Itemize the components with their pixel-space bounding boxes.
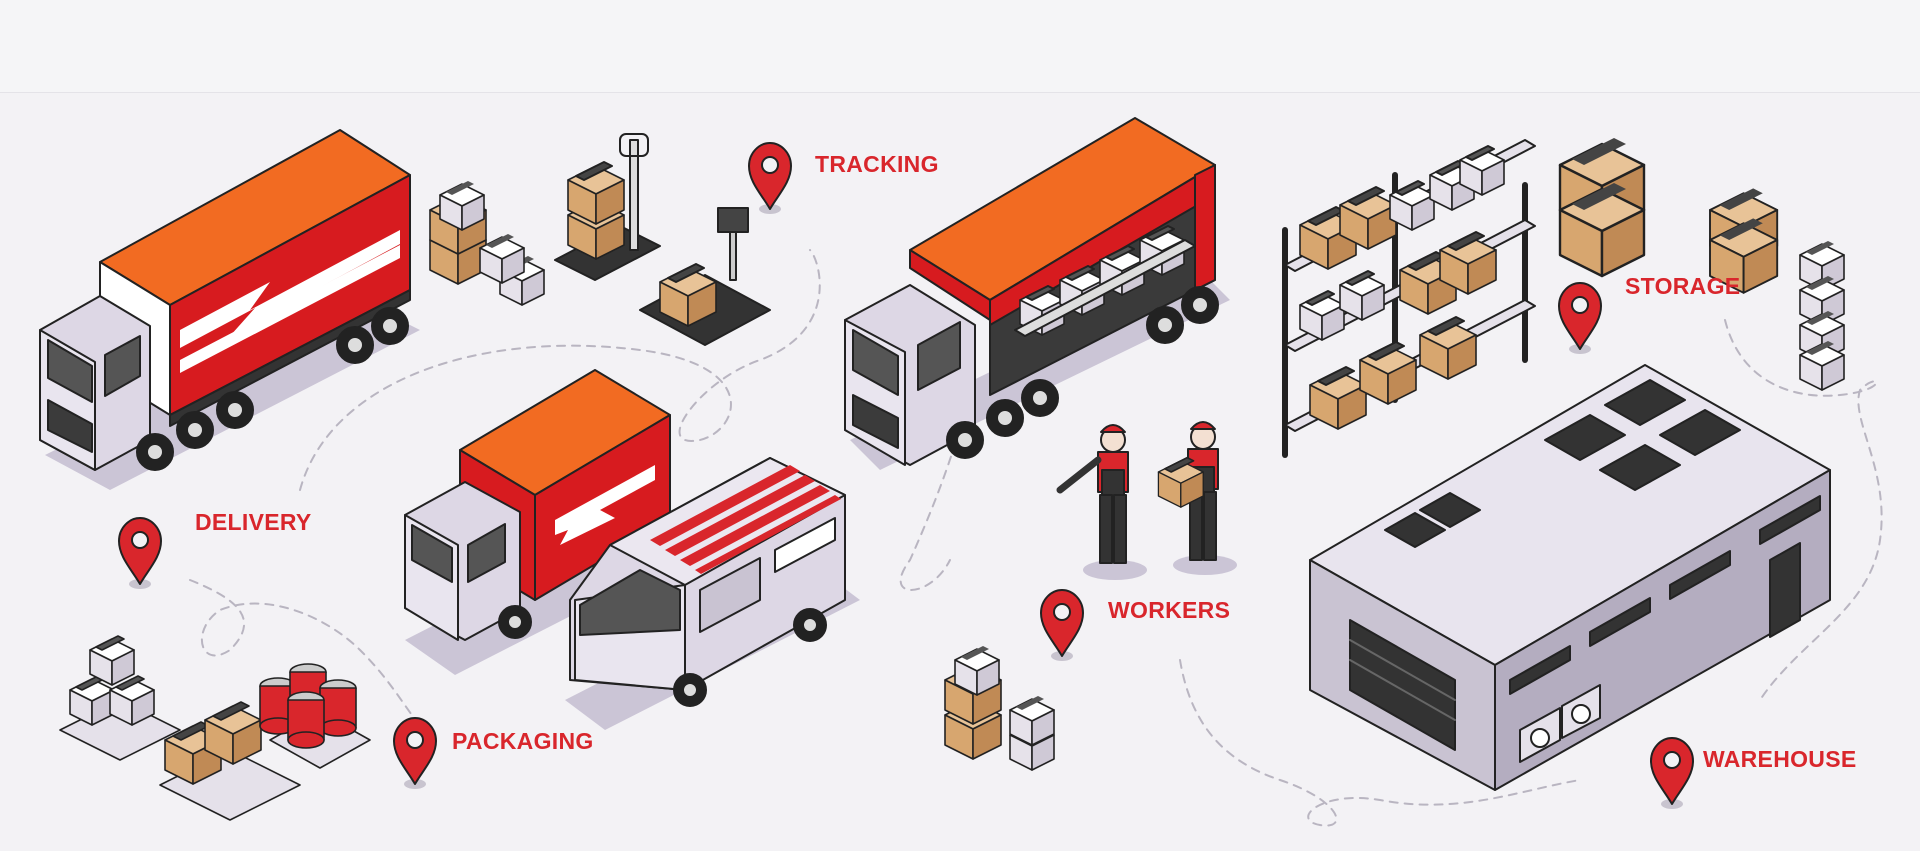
warehouse-icon	[1309, 364, 1831, 791]
box-stack-icon	[1558, 136, 1845, 391]
delivery-van-icon	[565, 457, 860, 730]
barrel-icon	[259, 663, 357, 749]
worker-icon	[1056, 421, 1237, 580]
scale-icon	[554, 133, 771, 346]
warehouse-label: WAREHOUSE	[1703, 746, 1857, 772]
map-pin-icon	[118, 517, 162, 590]
shelf-icon	[1282, 139, 1536, 458]
packaging-group-icon	[59, 635, 371, 821]
workers-label: WORKERS	[1108, 597, 1231, 623]
delivery-truck-icon	[39, 129, 420, 490]
map-pin-icon	[393, 717, 437, 790]
top-band	[0, 0, 1920, 93]
map-pin-icon	[1558, 282, 1602, 355]
box-stack-icon	[429, 180, 545, 306]
delivery-label: DELIVERY	[195, 509, 312, 535]
box-stack-icon	[944, 645, 1055, 771]
tracking-label: TRACKING	[815, 151, 939, 177]
packaging-label: PACKAGING	[452, 728, 594, 754]
cargo-truck-icon	[844, 117, 1230, 470]
map-pin-icon	[748, 142, 792, 215]
map-pin-icon	[1040, 589, 1084, 662]
storage-label: STORAGE	[1625, 273, 1741, 299]
map-pin-icon	[1650, 737, 1694, 810]
